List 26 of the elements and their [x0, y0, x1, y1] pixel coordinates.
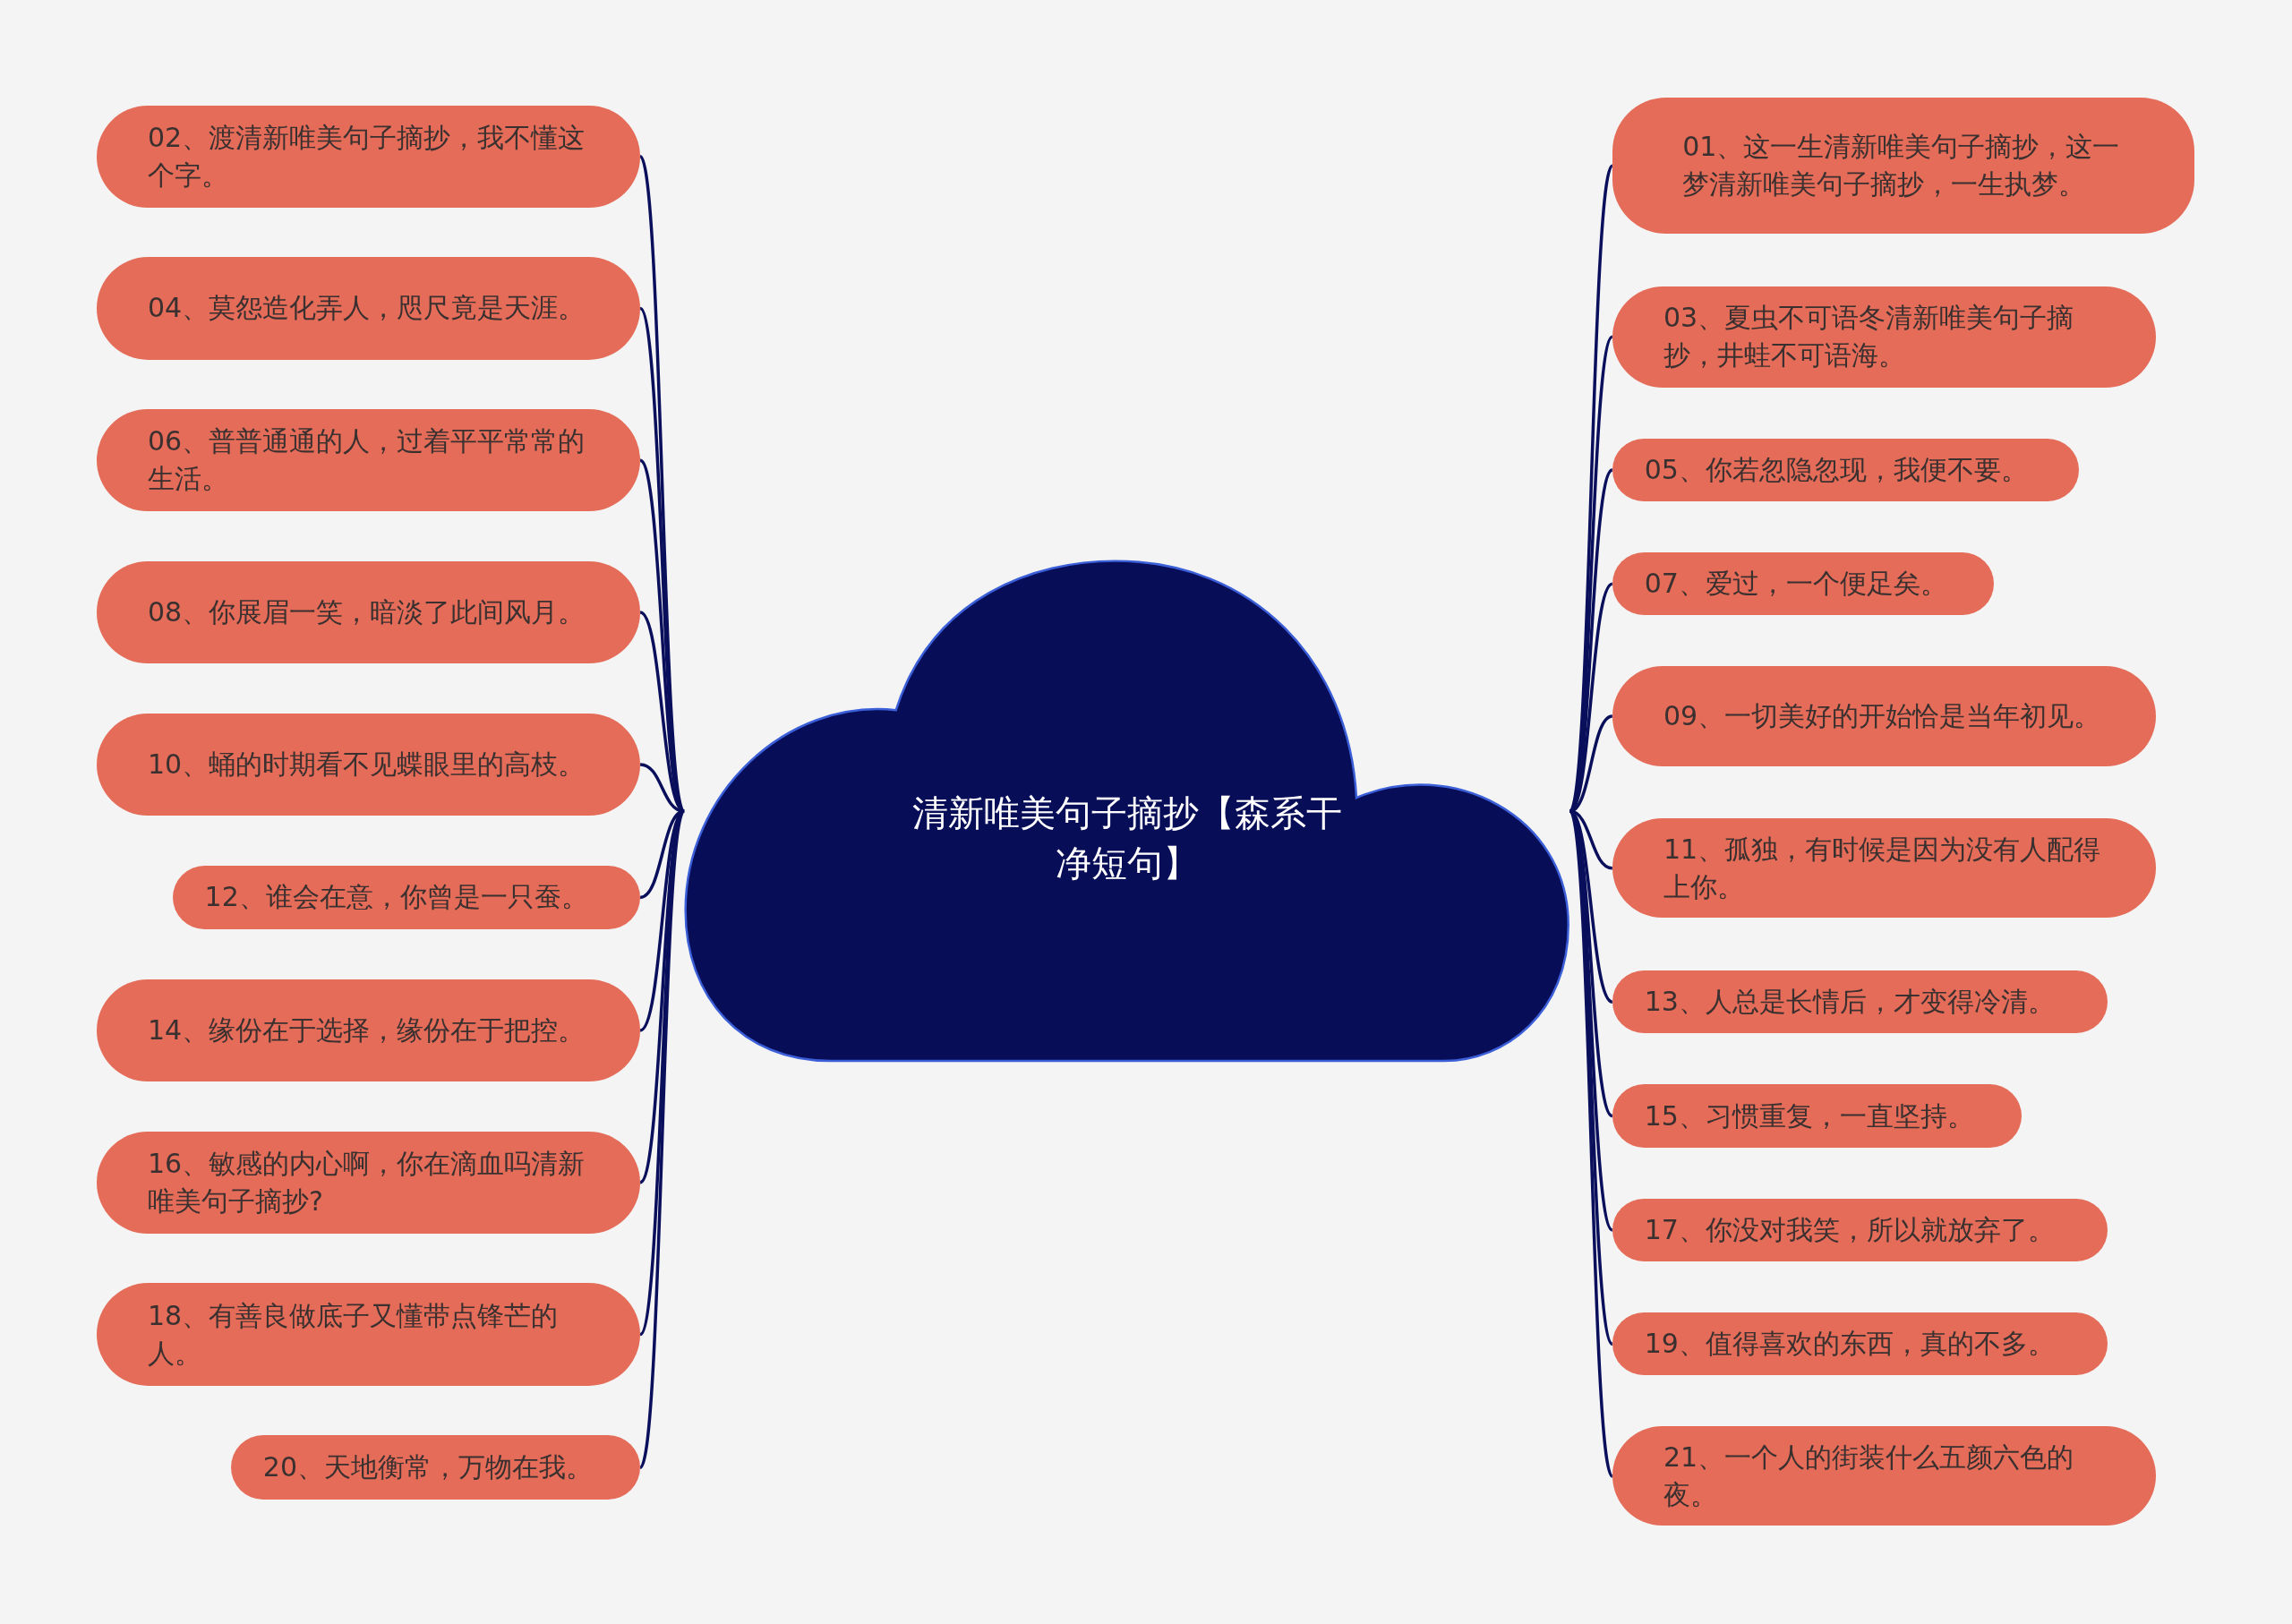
topic-bubble: 10、蛹的时期看不见蝶眼里的高枝。: [96, 713, 641, 816]
topic-bubble: 04、莫怨造化弄人，咫尺竟是天涯。: [96, 257, 641, 360]
topic-bubble: 19、值得喜欢的东西，真的不多。: [1612, 1312, 2108, 1376]
topic-bubble: 02、渡清新唯美句子摘抄，我不懂这个字。: [96, 105, 641, 208]
topic-bubble: 05、你若忽隐忽现，我便不要。: [1612, 438, 2079, 501]
topic-bubble: 03、夏虫不可语冬清新唯美句子摘抄，井蛙不可语海。: [1612, 286, 2157, 388]
connector-line: [639, 763, 685, 813]
topic-bubble: 20、天地衡常，万物在我。: [230, 1435, 641, 1500]
topic-bubble: 11、孤独，有时候是因为没有人配得上你。: [1612, 818, 2157, 919]
topic-bubble: 09、一切美好的开始恰是当年初见。: [1612, 666, 2157, 766]
connector-line: [1568, 810, 1614, 1477]
topic-bubble: 07、爱过，一个便足矣。: [1612, 552, 1994, 616]
connector-line: [638, 810, 686, 1468]
topic-bubble: 14、缘份在于选择，缘份在于把控。: [96, 979, 641, 1082]
topic-bubble: 21、一个人的街装什么五颜六色的夜。: [1612, 1426, 2157, 1526]
topic-bubble: 16、敏感的内心啊，你在滴血吗清新唯美句子摘抄?: [96, 1131, 641, 1234]
topic-bubble: 12、谁会在意，你曾是一只蚕。: [172, 865, 641, 930]
topic-bubble: 18、有善良做底子又懂带点锋芒的人。: [96, 1283, 641, 1386]
topic-bubble: 06、普普通通的人，过着平平常常的生活。: [96, 409, 641, 512]
topic-bubble: 17、你没对我笑，所以就放弃了。: [1612, 1198, 2108, 1261]
central-topic: 清新唯美句子摘抄【森系干净短句】: [911, 791, 1343, 886]
topic-bubble: 15、习惯重复，一直坚持。: [1612, 1084, 2022, 1148]
topic-bubble: 08、你展眉一笑，暗淡了此间风月。: [96, 560, 641, 664]
cloud-shape: [684, 560, 1570, 1063]
topic-bubble: 13、人总是长情后，才变得冷清。: [1612, 970, 2108, 1034]
topic-bubble: 01、这一生清新唯美句子摘抄，这一梦清新唯美句子摘抄，一生执梦。: [1612, 98, 2194, 235]
